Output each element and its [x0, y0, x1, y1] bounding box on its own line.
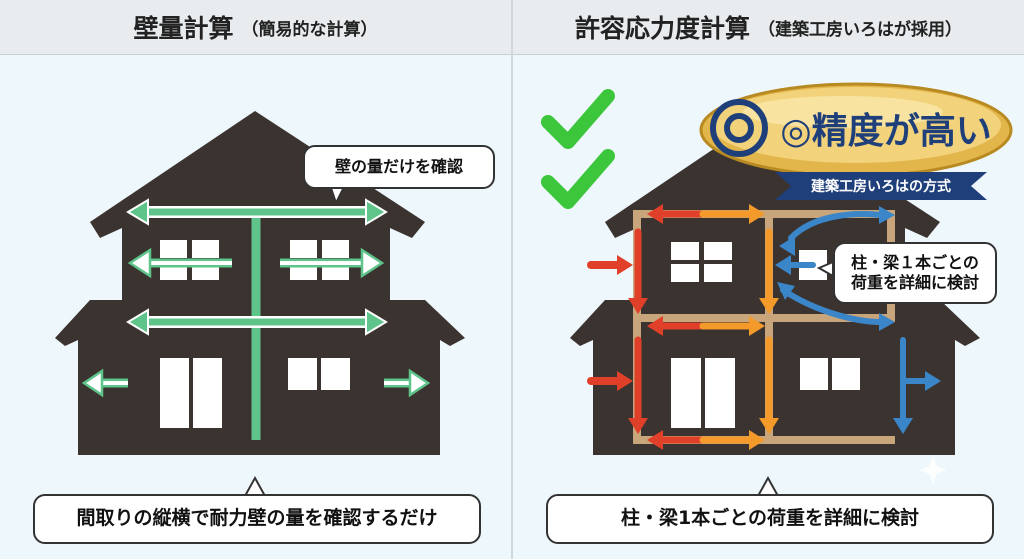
badge-title: ◎精度が高い	[771, 104, 1001, 152]
left-subtitle: （簡易的な計算）	[241, 19, 378, 40]
badge-ribbon-text: 建築工房いろはの方式	[811, 179, 951, 195]
panel-wall-quantity: 壁量計算 （簡易的な計算）	[0, 0, 511, 559]
right-header: 許容応力度計算 （建築工房いろはが採用）	[513, 0, 1024, 55]
windows	[671, 242, 860, 428]
right-callout-side-line1: 柱・梁１本ごとの	[851, 253, 979, 272]
arrow-mid	[126, 308, 388, 336]
arrows	[81, 198, 431, 398]
left-house-illustration	[55, 111, 465, 497]
left-title: 壁量計算	[133, 14, 234, 43]
load-arrows-blue	[775, 206, 941, 434]
sparkle-icon	[919, 456, 947, 484]
arrow-top	[126, 198, 388, 226]
right-callout-bottom: 柱・梁1本ごとの荷重を詳細に検討	[546, 494, 994, 544]
check-icon	[541, 89, 615, 149]
left-callout-bottom: 間取りの縦横で耐力壁の量を確認するだけ	[33, 494, 481, 544]
right-subtitle: （建築工房いろはが採用）	[758, 19, 962, 40]
left-callout-top: 壁の量だけを確認	[303, 145, 495, 189]
panel-allowable-stress: 許容応力度計算 （建築工房いろはが採用）	[513, 0, 1024, 559]
left-header: 壁量計算 （簡易的な計算）	[0, 0, 511, 55]
ribbon	[775, 172, 987, 200]
badge-title-text: ◎精度が高い	[780, 111, 992, 152]
arrow-window-left	[127, 247, 232, 279]
arrow-out-right	[384, 368, 431, 398]
arrow-window-right	[280, 247, 385, 279]
load-arrows-red	[587, 204, 707, 450]
check-icon	[541, 149, 615, 209]
double-circle-icon	[710, 99, 768, 157]
right-callout-side: 柱・梁１本ごとの 荷重を詳細に検討	[833, 242, 997, 304]
right-callout-side-line2: 荷重を詳細に検討	[850, 273, 979, 292]
right-title: 許容応力度計算	[574, 14, 750, 43]
right-house-illustration	[541, 82, 1013, 497]
load-arrows-orange	[699, 204, 779, 450]
arrow-out-left	[81, 368, 128, 398]
accuracy-badge	[699, 82, 1013, 200]
